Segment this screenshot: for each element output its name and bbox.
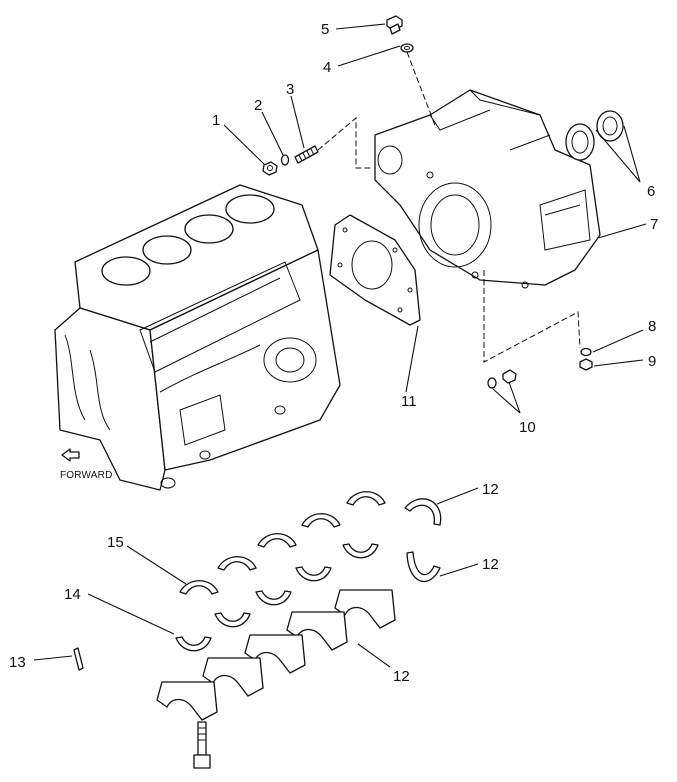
callout-3: 3	[286, 81, 294, 98]
callout-15: 15	[107, 534, 124, 551]
callout-14: 14	[64, 586, 81, 603]
washer-part-4	[400, 43, 414, 53]
oil-seals-part-6	[565, 110, 624, 161]
callout-4: 4	[323, 59, 331, 76]
forward-indicator: FORWARD	[60, 448, 113, 481]
callout-2: 2	[254, 97, 262, 114]
callout-8: 8	[648, 318, 656, 335]
gasket-part-11	[329, 214, 421, 326]
callout-12-lower: 12	[393, 668, 410, 685]
lower-bearing-shells	[175, 543, 379, 652]
main-bearing-caps	[156, 589, 396, 721]
nut-part-9	[579, 358, 593, 371]
forward-arrow-icon	[61, 448, 80, 462]
callout-12-upper: 12	[482, 481, 499, 498]
callout-10: 10	[519, 419, 536, 436]
pin-part-13	[73, 647, 84, 671]
callout-6: 6	[647, 183, 655, 200]
callout-13: 13	[9, 654, 26, 671]
callout-11: 11	[401, 393, 417, 410]
leader-dashed-1	[317, 116, 372, 169]
washer-part-8	[580, 347, 592, 357]
leader-lines	[33, 23, 647, 668]
flywheel-housing-part-7	[374, 89, 601, 289]
upper-bearing-shells	[179, 491, 386, 595]
callout-9: 9	[648, 353, 656, 370]
thrust-washer-lower	[406, 551, 441, 582]
thrust-washer-upper	[404, 498, 442, 526]
nut-part-1	[262, 161, 278, 176]
bolt-part-5	[386, 15, 403, 35]
callout-1: 1	[212, 112, 220, 129]
stud-part-3	[294, 145, 319, 164]
forward-label: FORWARD	[60, 470, 113, 481]
cap-bolt	[193, 721, 211, 769]
bolt-washer-part-10	[487, 369, 517, 389]
callout-5: 5	[321, 21, 329, 38]
leader-dashed-2	[406, 51, 437, 129]
callout-12-middle: 12	[482, 556, 499, 573]
washer-part-2	[280, 154, 290, 166]
leader-dashed-3	[483, 270, 581, 363]
callout-numbers: 1 2 3 4 5 6 7 8 9 10 11 12 12 12 13 14 1…	[9, 21, 658, 685]
cylinder-block	[54, 184, 341, 491]
callout-7: 7	[650, 216, 658, 233]
